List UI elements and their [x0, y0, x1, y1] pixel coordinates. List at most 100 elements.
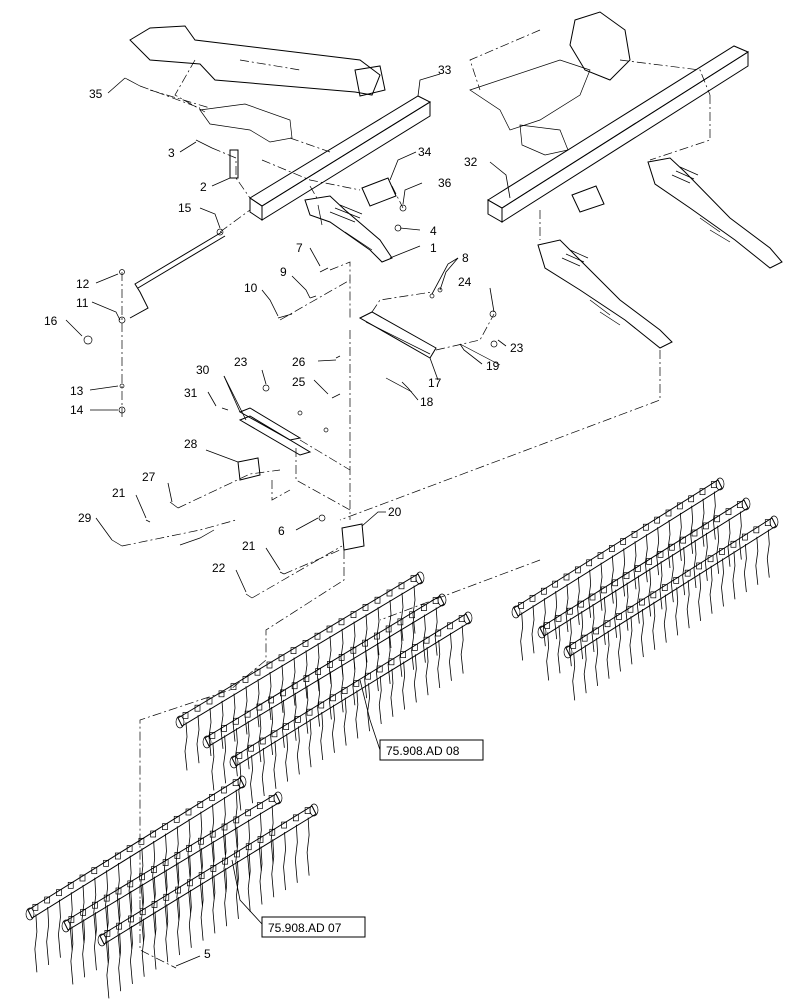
harrow-bar: [565, 517, 777, 657]
tine-clamp: [719, 548, 725, 555]
tine-clamp: [400, 651, 406, 658]
harrow-bar: [204, 595, 445, 747]
callout-24: 24: [458, 275, 472, 289]
callout-6: 6: [278, 524, 285, 538]
harrow-tine: [766, 529, 770, 578]
tine-clamp: [362, 639, 368, 647]
harrow-tine: [727, 518, 731, 567]
tine-clamp: [67, 881, 74, 889]
harrow-tine: [390, 668, 394, 717]
tine-clamp: [570, 642, 577, 649]
harrow-tine: [682, 547, 686, 596]
tine-clamp: [306, 708, 313, 716]
tine-clamp: [162, 823, 168, 831]
tine-clamp: [552, 580, 559, 588]
tine-clamp: [104, 930, 111, 937]
tine-clamp: [209, 732, 216, 739]
callout-29: 29: [78, 511, 92, 525]
harrow-tine: [223, 833, 227, 893]
tine-clamp: [650, 591, 657, 599]
harrow-tine: [520, 612, 524, 661]
tine-clamp: [56, 889, 62, 897]
harrow-tine: [633, 541, 637, 590]
harrow-bar: [539, 499, 749, 637]
harrow-tine: [693, 539, 697, 589]
harrow-tine: [400, 592, 404, 641]
harrow-tine: [712, 491, 716, 540]
tine-clamp: [233, 816, 240, 824]
harrow-tine: [343, 697, 347, 746]
harrow-tine: [618, 623, 621, 672]
harrow-tine: [588, 569, 592, 618]
tine-clamp: [338, 618, 345, 626]
harrow-tine: [678, 512, 682, 561]
tine-clamp: [386, 589, 393, 597]
harrow-tine: [296, 726, 300, 775]
harrow-tine: [690, 505, 694, 554]
callout-25: 25: [292, 375, 306, 389]
harrow-tine: [546, 632, 550, 681]
tine-clamp: [338, 653, 345, 661]
callout-33: 33: [438, 63, 452, 77]
callout-12: 12: [76, 277, 90, 291]
callout-3: 3: [168, 146, 175, 160]
tine-clamp: [736, 501, 743, 508]
tine-clamp: [350, 646, 357, 654]
tine-clamp: [684, 569, 691, 577]
bracket-28: [237, 457, 261, 481]
callout-21a: 21: [112, 486, 126, 500]
tine-clamp: [232, 779, 239, 787]
harrow-bar-cap: [25, 907, 35, 921]
harrow-tine: [317, 678, 321, 727]
harrow-tine: [140, 848, 144, 907]
tine-clamp: [540, 587, 547, 595]
tine-clamp: [254, 668, 261, 676]
tine-clamp: [714, 515, 721, 523]
callout-labels: 35 33 3 34 2 36 32 15 4 1 7 8 12 9 10 24…: [44, 63, 524, 961]
tine-clamp: [616, 613, 622, 620]
left-main-frame: [129, 25, 386, 153]
harrow-bar-cap: [202, 735, 212, 749]
tine-clamp: [162, 859, 169, 866]
callout-8: 8: [462, 251, 469, 265]
callout-32: 32: [464, 155, 478, 169]
tine-clamp: [710, 481, 717, 488]
tine-clamp: [612, 579, 619, 587]
tine-clamp: [688, 495, 695, 503]
tine-clamp: [661, 584, 668, 591]
tine-clamp: [365, 672, 371, 680]
tine-clamp: [91, 867, 98, 875]
harrow-tine: [165, 904, 169, 963]
tine-clamp: [182, 712, 189, 719]
harrow-tine: [531, 605, 535, 654]
tine-clamp: [362, 604, 369, 611]
harrow-tine: [721, 558, 724, 607]
tine-clamp: [268, 795, 275, 802]
harrow-bar-cap: [537, 625, 547, 639]
tine-clamp: [574, 566, 581, 574]
harrow-tine: [355, 690, 359, 739]
harrow-tine: [128, 855, 132, 914]
harrow-tine: [738, 511, 742, 560]
bars-30: [238, 407, 312, 456]
harrow-tine: [378, 675, 382, 725]
tine-clamp: [221, 724, 227, 732]
callout-17: 17: [428, 376, 442, 390]
harrow-tine: [261, 747, 265, 797]
tine-clamp: [186, 879, 193, 887]
callout-11: 11: [76, 296, 89, 310]
harrow-tine: [316, 643, 320, 692]
harrow-tine: [259, 846, 263, 905]
reference-label-ad07: 75.908.AD 07: [268, 921, 342, 935]
tine-clamp: [116, 922, 123, 930]
callout-23a: 23: [510, 341, 524, 355]
harrow-tine: [402, 661, 406, 710]
tine-clamp: [127, 880, 134, 888]
harrow-tine: [583, 645, 587, 694]
callout-14: 14: [70, 403, 84, 417]
harrow-tine: [304, 650, 308, 699]
tine-clamp: [676, 502, 683, 510]
tine-clamp: [581, 634, 588, 642]
tine-clamp: [220, 786, 227, 794]
tine-clamp: [593, 627, 599, 635]
